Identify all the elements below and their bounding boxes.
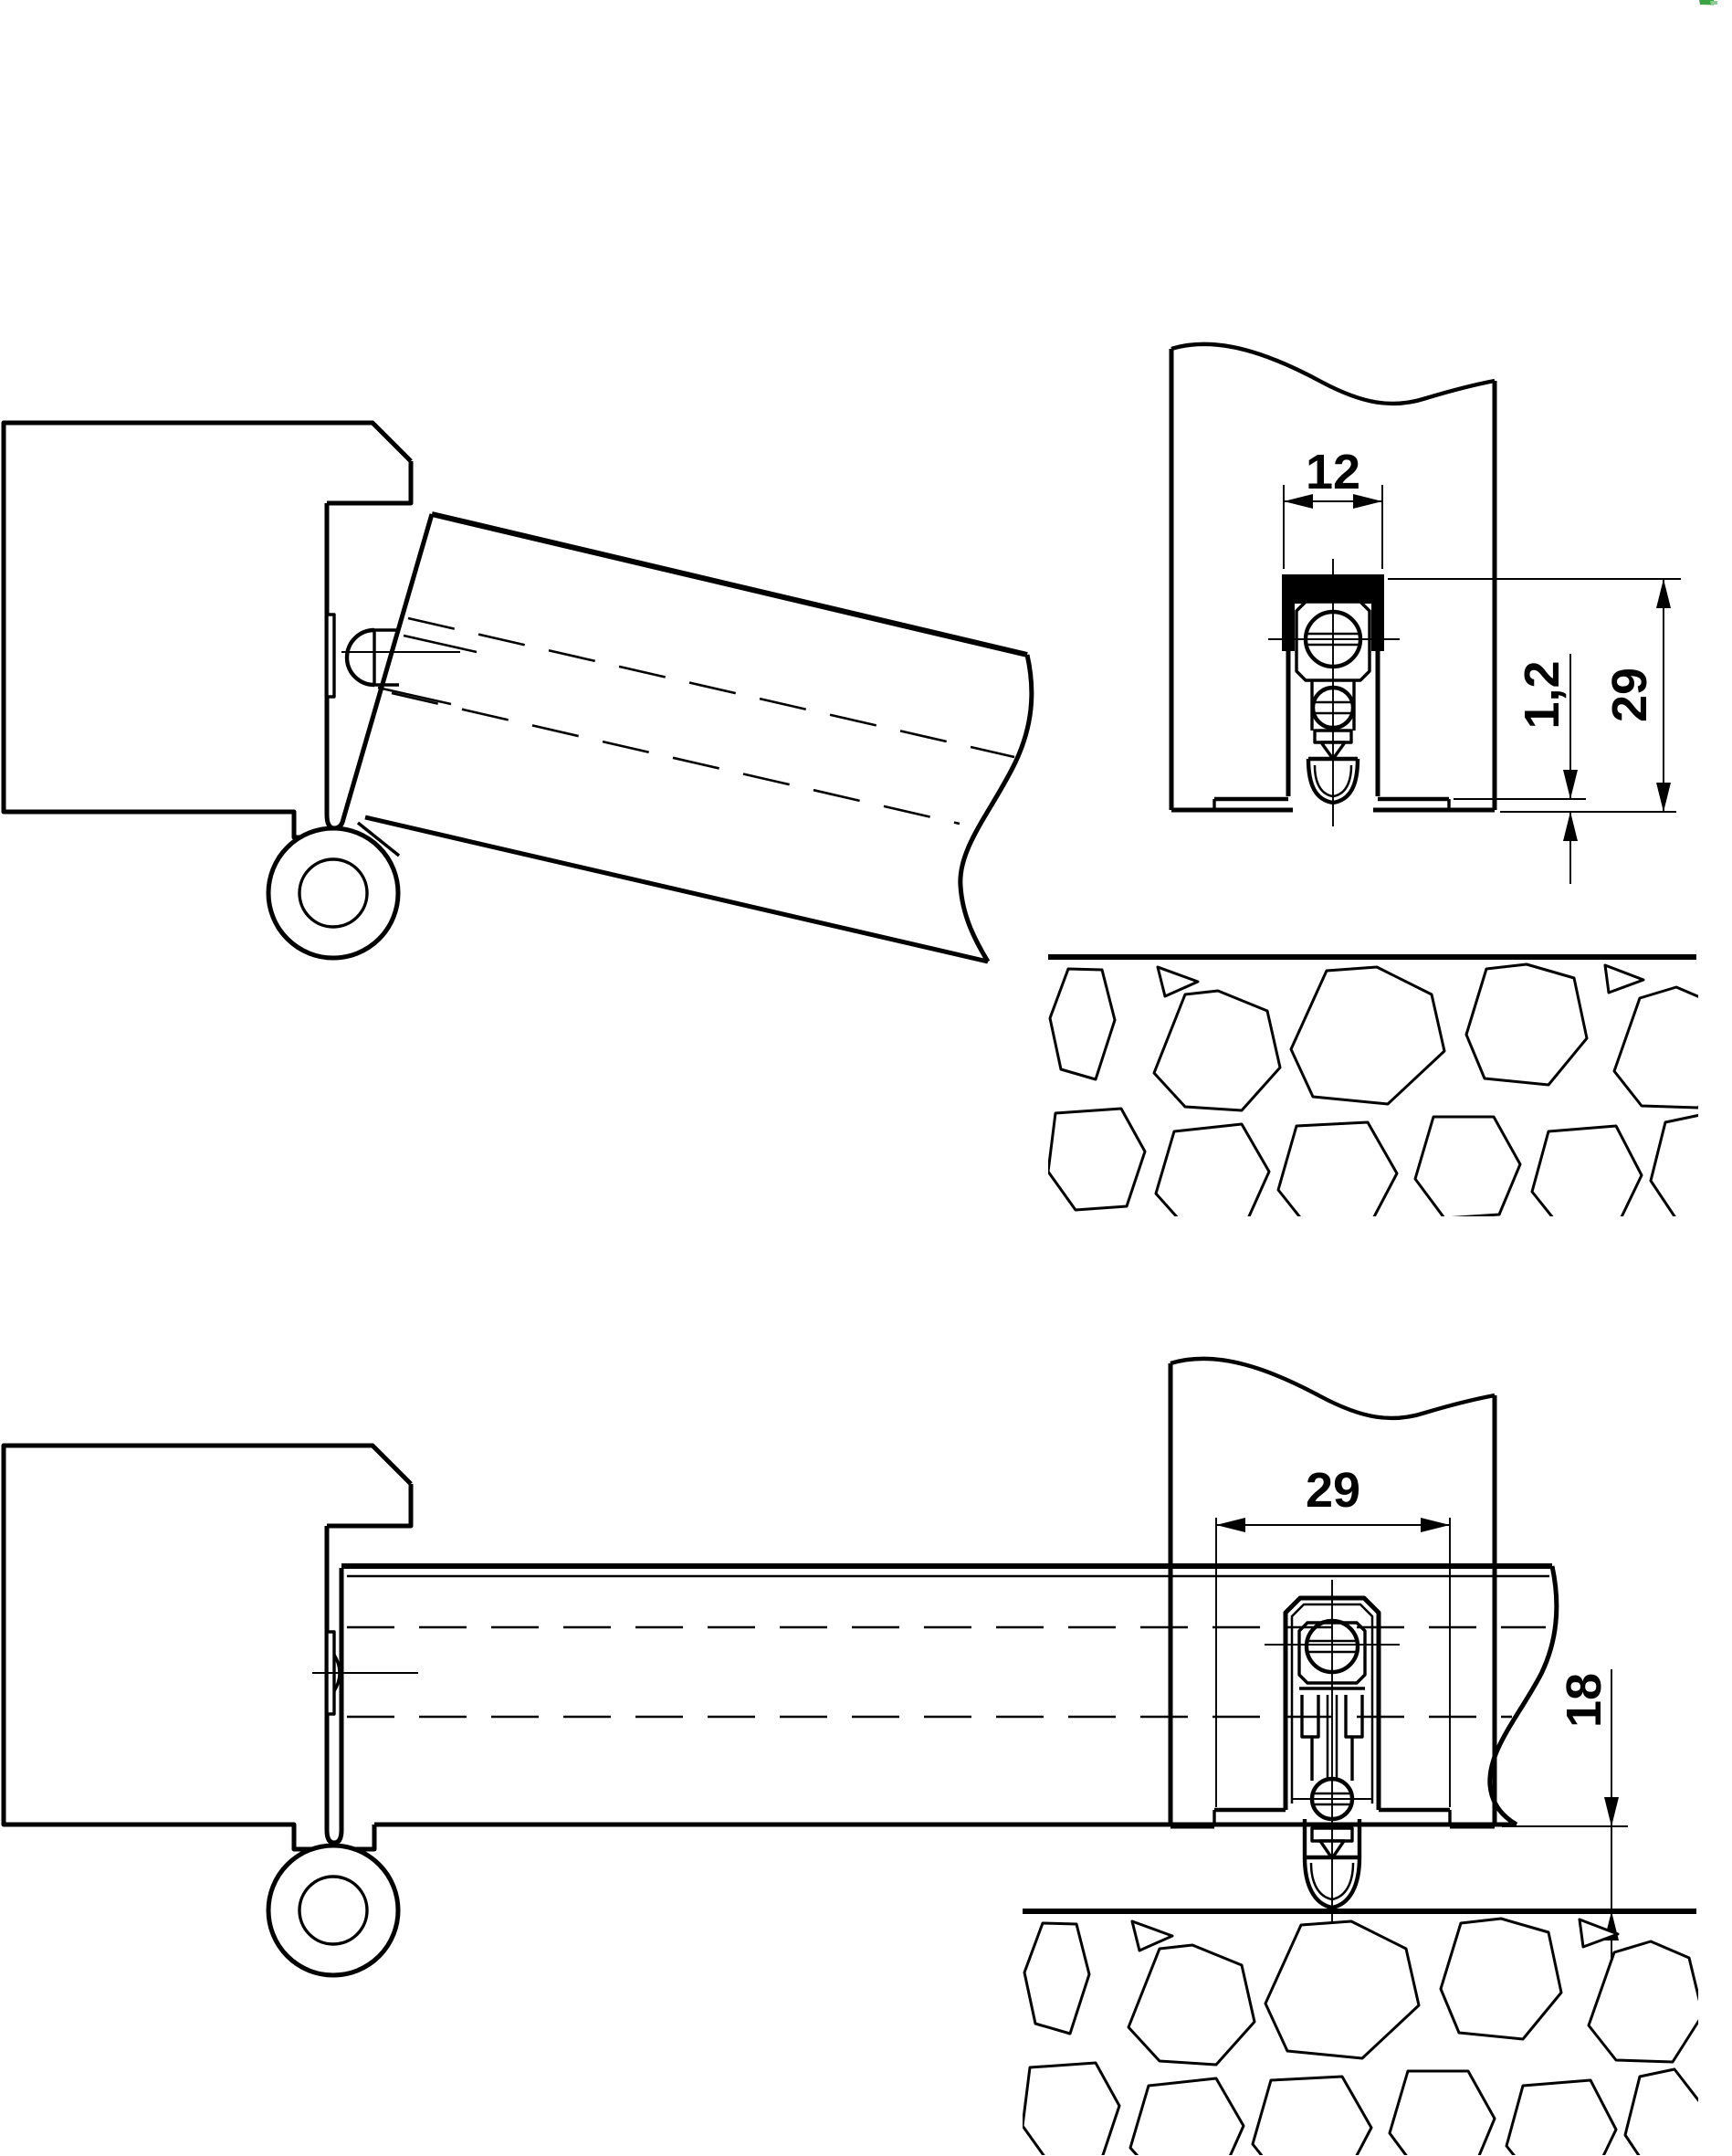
dimension-profile-height: 29 — [1388, 578, 1681, 813]
door-top-edge — [431, 511, 1028, 657]
seal-profile-extended — [1265, 1580, 1400, 1931]
door-break-top — [1170, 1356, 1496, 1421]
frame-rebate-notch — [327, 1484, 414, 1529]
hinge-knuckle-inner — [298, 1875, 369, 1946]
door-break-line — [1487, 1565, 1559, 1827]
hinge-knuckle-outer — [266, 1843, 401, 1978]
hinge-leaf-edge — [356, 821, 401, 857]
seal-trigger-plunger — [341, 627, 478, 706]
dim-label-29b: 29 — [1306, 1463, 1360, 1518]
frame-strike-plate — [325, 613, 336, 699]
dimension-protrusion: 1,2 — [1454, 654, 1586, 884]
dimension-drop: 18 — [1502, 1669, 1628, 1977]
door-break-line — [958, 654, 1034, 963]
frame-rebate-notch — [327, 461, 414, 506]
door-break-top — [1170, 342, 1496, 406]
frame-outline — [1, 420, 413, 840]
seal-profile-retracted — [1268, 559, 1400, 826]
dimension-groove-width: 12 — [1283, 445, 1383, 569]
dim-label-12: 12 — [1306, 445, 1360, 500]
hidden-seal-line-lower — [391, 691, 960, 826]
frame-edge-and-door-edge — [324, 1526, 344, 1846]
door-bottom-edge — [364, 815, 989, 964]
frame-outline — [1, 1443, 413, 1852]
dim-label-1-2: 1,2 — [1515, 660, 1569, 729]
dim-label-18: 18 — [1557, 1673, 1611, 1728]
view-seal-retracted-section: 12 29 1,2 — [1048, 342, 1698, 1216]
hidden-seal-line-upper — [407, 616, 1015, 759]
dim-label-29: 29 — [1602, 668, 1657, 722]
hinge-knuckle-inner — [298, 857, 369, 929]
brand-corner-mark-icon — [1699, 0, 1717, 5]
frame-edge-and-door-edge — [324, 503, 435, 831]
hinge-knuckle-outer — [266, 826, 401, 961]
view-seal-extended-section: 29 — [1023, 1356, 1698, 2155]
view-door-open-plan — [1, 420, 1034, 964]
dimension-profile-width: 29 — [1215, 1463, 1451, 1807]
view-door-closed-plan — [1, 1443, 1559, 1978]
